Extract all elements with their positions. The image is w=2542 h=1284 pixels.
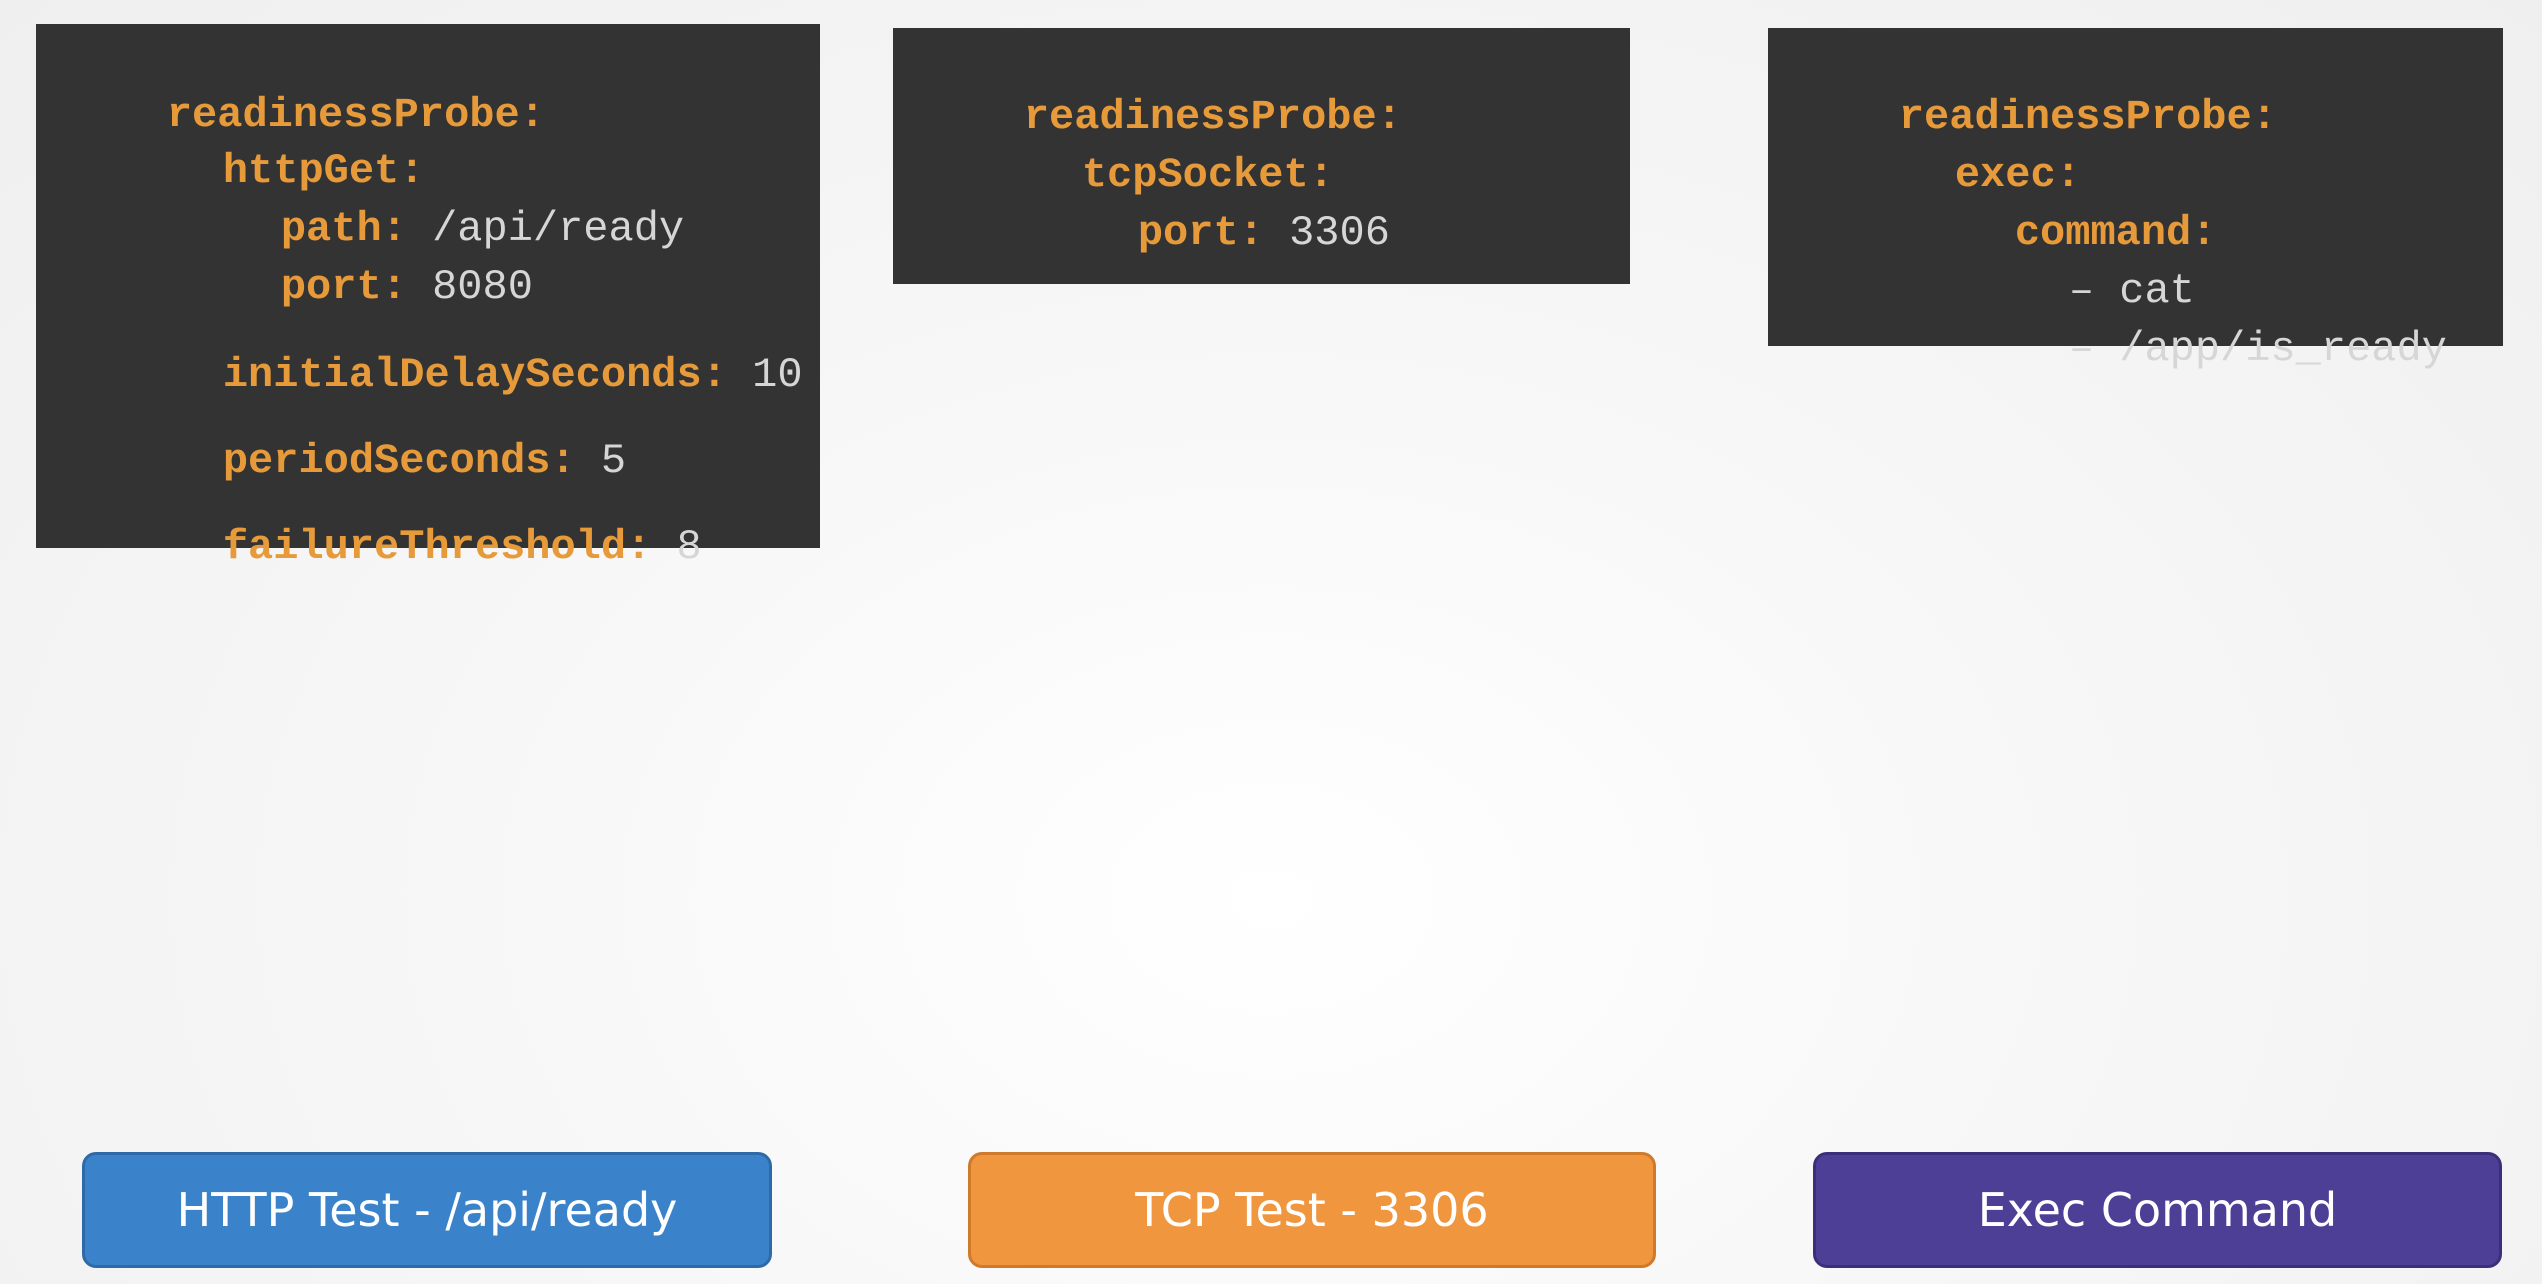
yaml-value: 10 bbox=[752, 351, 803, 399]
code-line: readinessProbe: bbox=[923, 54, 1402, 180]
yaml-key: port: bbox=[1137, 209, 1264, 257]
yaml-key: command: bbox=[2014, 209, 2217, 257]
tcp-test-button[interactable]: TCP Test - 3306 bbox=[968, 1152, 1656, 1268]
yaml-value: 8 bbox=[676, 523, 702, 571]
yaml-key: exec: bbox=[1954, 151, 2081, 199]
code-line: readinessProbe: bbox=[66, 52, 545, 178]
yaml-key: httpGet: bbox=[222, 147, 425, 195]
code-line: periodSeconds: 5 bbox=[122, 398, 626, 524]
yaml-key: failureThreshold: bbox=[222, 523, 652, 571]
exec-command-button[interactable]: Exec Command bbox=[1813, 1152, 2502, 1268]
yaml-value: 8080 bbox=[432, 263, 533, 311]
code-line: initialDelaySeconds: 10 bbox=[122, 312, 803, 438]
exec-probe-code-block: readinessProbe: exec: command: – cat – /… bbox=[1768, 28, 2503, 370]
yaml-value: 3306 bbox=[1289, 209, 1390, 257]
code-line: readinessProbe: bbox=[1798, 54, 2277, 180]
yaml-key: readinessProbe: bbox=[1023, 93, 1402, 141]
code-line: – /app/is_ready bbox=[1968, 286, 2447, 412]
yaml-value: /api/ready bbox=[432, 205, 685, 253]
http-probe-code-block: readinessProbe: httpGet: path: /api/read… bbox=[36, 24, 820, 568]
yaml-key: port: bbox=[280, 263, 407, 311]
yaml-list-item: – cat bbox=[2068, 267, 2195, 315]
tcp-probe-code-block: readinessProbe: tcpSocket: port: 3306 bbox=[893, 28, 1630, 284]
code-line: httpGet: bbox=[122, 108, 425, 234]
code-line: – cat bbox=[1968, 228, 2195, 354]
yaml-key: initialDelaySeconds: bbox=[222, 351, 727, 399]
code-line: tcpSocket: bbox=[981, 112, 1334, 238]
yaml-list-item: – /app/is_ready bbox=[2068, 325, 2447, 373]
http-test-button[interactable]: HTTP Test - /api/ready bbox=[82, 1152, 772, 1268]
yaml-key: readinessProbe: bbox=[1898, 93, 2277, 141]
yaml-key: periodSeconds: bbox=[222, 437, 576, 485]
code-line: port: 3306 bbox=[1037, 170, 1390, 296]
code-line: exec: bbox=[1854, 112, 2081, 238]
code-line: command: bbox=[1914, 170, 2217, 296]
yaml-key: readinessProbe: bbox=[166, 91, 545, 139]
code-line: path: /api/ready bbox=[180, 166, 684, 292]
yaml-key: tcpSocket: bbox=[1081, 151, 1334, 199]
yaml-value: 5 bbox=[600, 437, 627, 485]
yaml-key: path: bbox=[280, 205, 407, 253]
code-line: failureThreshold: 8 bbox=[122, 484, 702, 610]
code-line: port: 8080 bbox=[180, 224, 533, 350]
